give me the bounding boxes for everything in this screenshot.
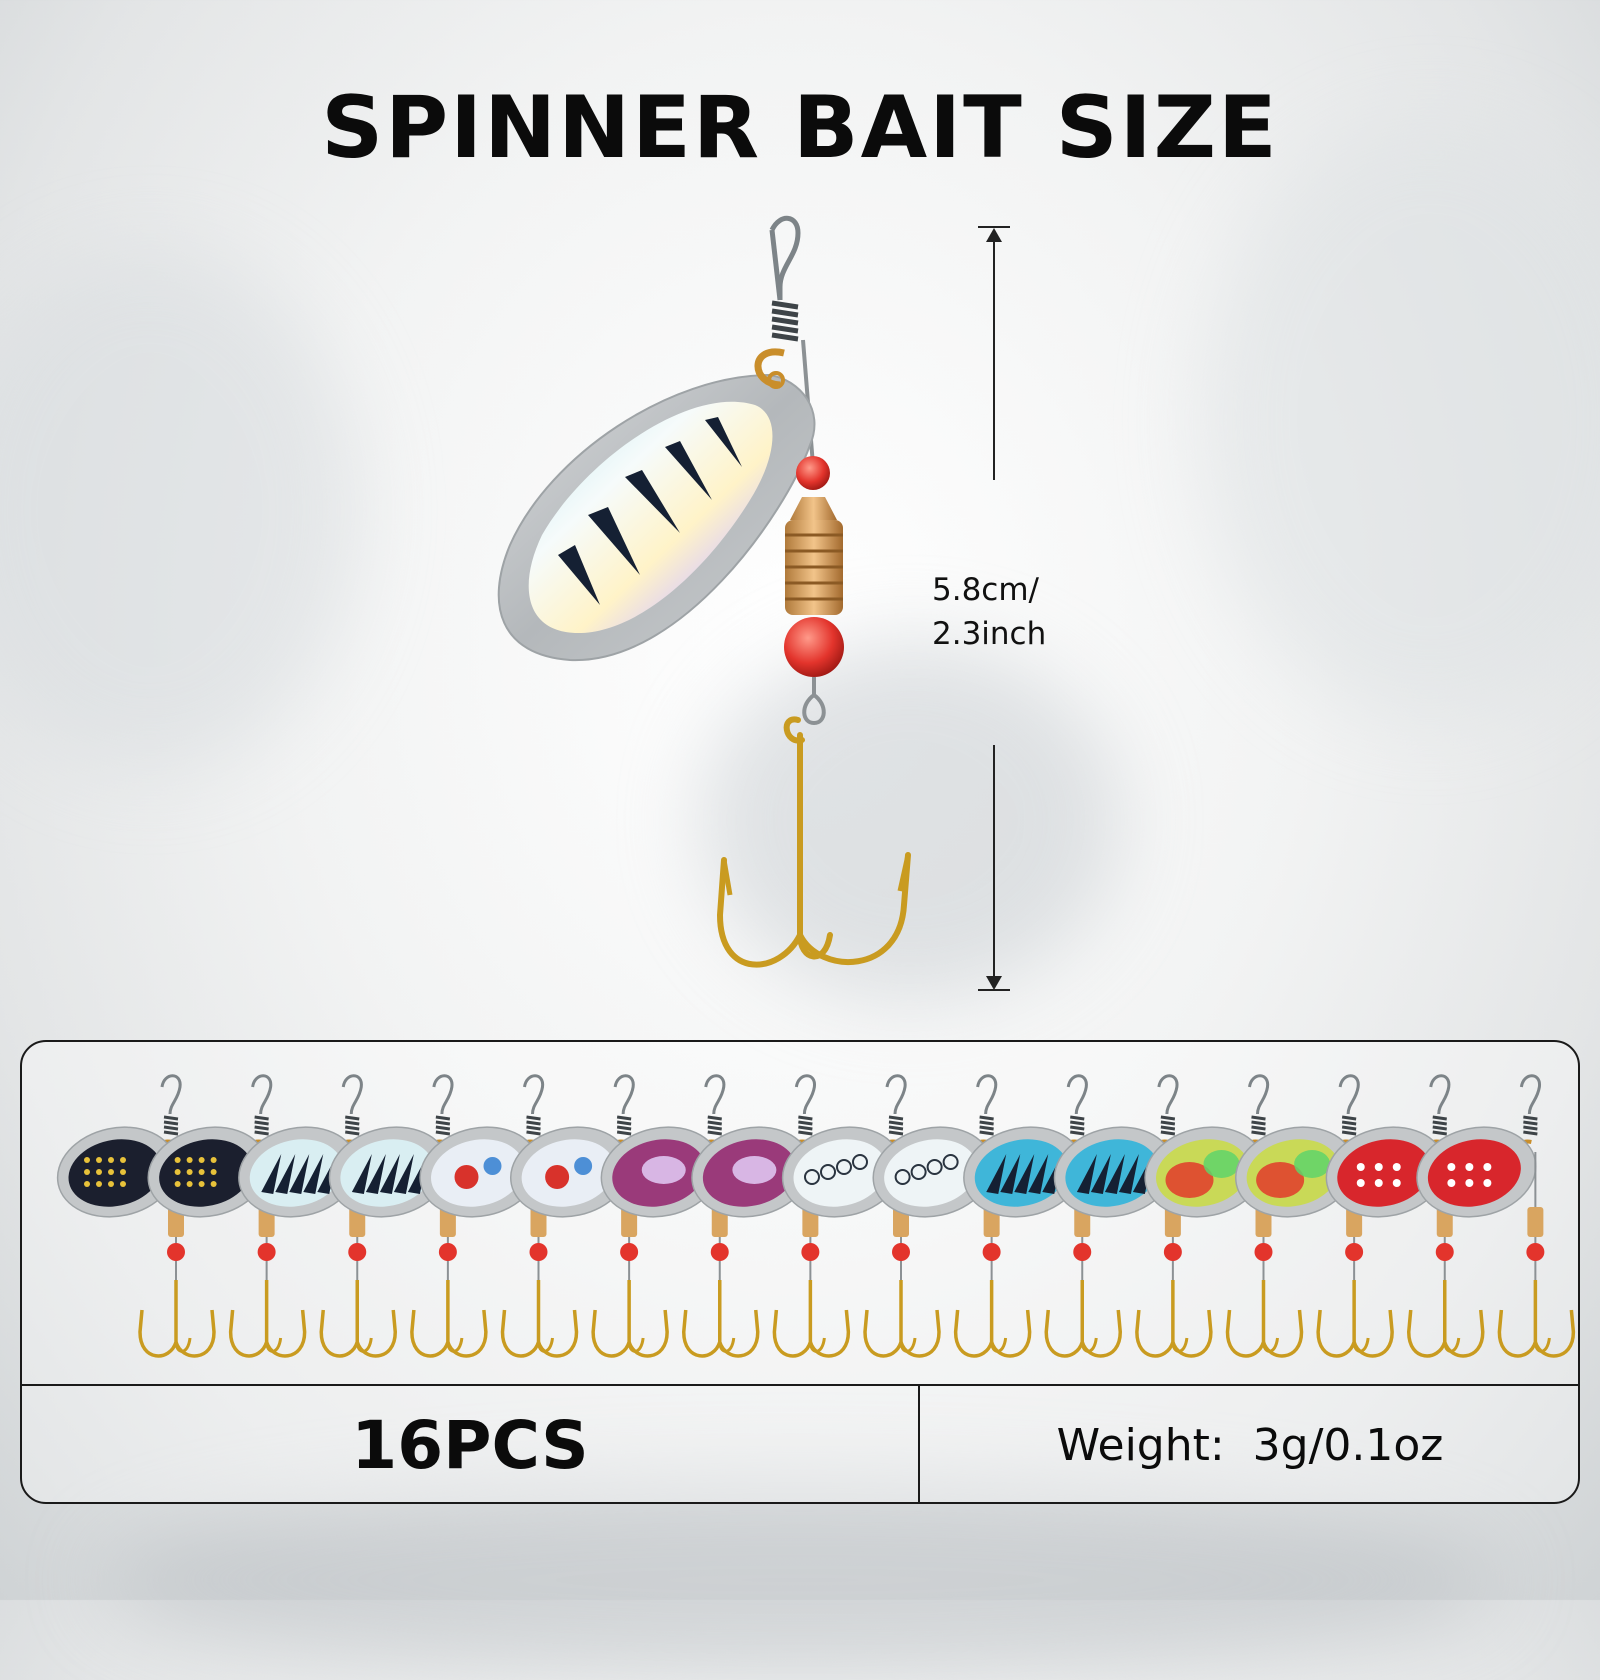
small-spinner-lure <box>872 1074 1032 1358</box>
small-spinner-lure <box>1234 1074 1394 1358</box>
lure-collection <box>56 1074 1576 1358</box>
size-label-cm: 5.8cm/ <box>932 572 1039 608</box>
small-spinner-lure <box>1325 1074 1485 1358</box>
product-panel: 16PCS Weight: 3g/0.1oz <box>20 1040 1580 1504</box>
background-blur <box>0 250 360 770</box>
panel-divider-horizontal <box>22 1384 1578 1386</box>
small-spinner-lure <box>1144 1074 1304 1358</box>
background-blur <box>700 640 1120 1000</box>
small-spinner-lure <box>963 1074 1123 1358</box>
small-spinner-lure <box>147 1074 307 1358</box>
dimension-line-bottom <box>993 745 995 980</box>
small-spinner-lure <box>1416 1074 1576 1358</box>
small-spinner-lure <box>1053 1074 1213 1358</box>
background-blur <box>1200 120 1600 720</box>
page-title: SPINNER BAIT SIZE <box>321 78 1279 178</box>
small-spinner-lure <box>600 1074 760 1358</box>
small-spinner-lure <box>781 1074 941 1358</box>
size-label-inch: 2.3inch <box>932 616 1047 652</box>
quantity-label: 16PCS <box>351 1406 589 1484</box>
dimension-arrow-down <box>986 976 1002 990</box>
small-spinner-lure <box>238 1074 398 1358</box>
size-label: 5.8cm/ 2.3inch <box>932 568 1046 656</box>
dimension-line-top <box>993 240 995 480</box>
dimension-top-cap <box>978 226 1010 228</box>
small-spinner-lure <box>509 1074 669 1358</box>
background-blur <box>100 1480 1500 1680</box>
panel-divider-vertical <box>918 1384 920 1502</box>
dimension-arrow-up <box>986 228 1002 242</box>
main-spinner-lure <box>497 215 911 968</box>
small-spinner-lure <box>56 1074 216 1358</box>
weight-label: Weight: 3g/0.1oz <box>1056 1419 1444 1471</box>
dimension-bottom-cap <box>978 989 1010 991</box>
